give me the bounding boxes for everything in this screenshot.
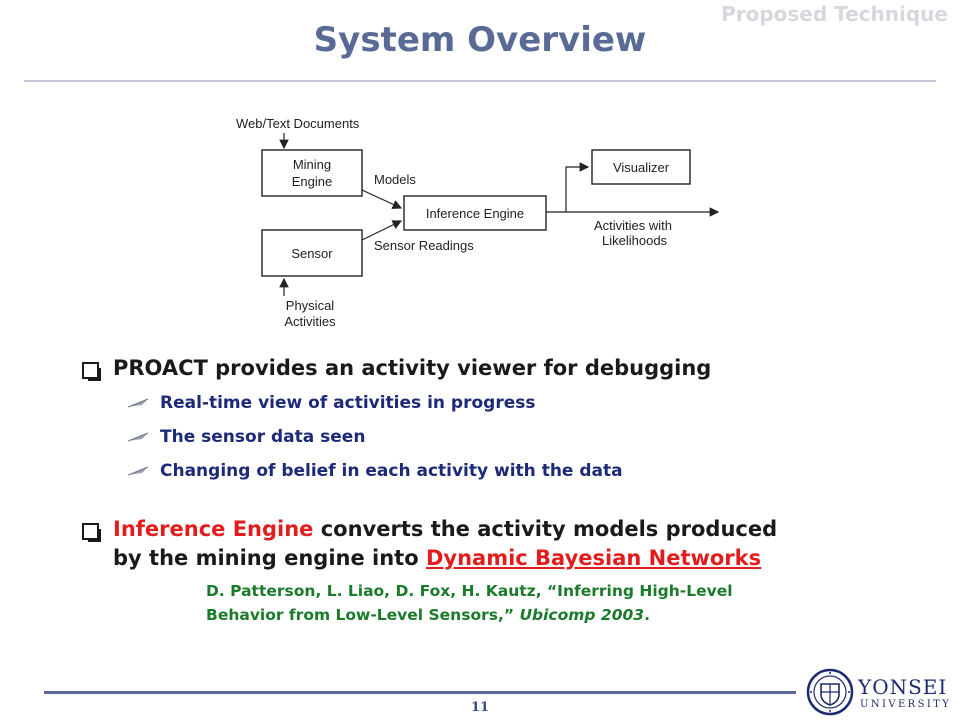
mining-engine-line1: Mining bbox=[293, 157, 331, 172]
mining-engine-box bbox=[261, 149, 363, 197]
university-seal-icon bbox=[806, 668, 854, 716]
yonsei-logo: YONSEI UNIVERSITY bbox=[806, 668, 956, 718]
output-label-line2: Likelihoods bbox=[602, 233, 668, 248]
page-number: 11 bbox=[470, 700, 490, 715]
sub-bullet-3: Changing of belief in each activity with… bbox=[128, 457, 930, 485]
bullet-box-icon bbox=[82, 362, 101, 381]
reference-title-end: Behavior from Low-Level Sensors,” bbox=[206, 606, 520, 624]
proact-desc: provides an activity viewer for debuggin… bbox=[207, 356, 712, 380]
proact-name: PROACT bbox=[113, 356, 208, 380]
slide-title: System Overview bbox=[313, 20, 647, 60]
arrow-sensor-readings bbox=[361, 220, 403, 241]
physical-activities-line2: Activities bbox=[284, 314, 336, 329]
bullet-box-icon bbox=[82, 523, 101, 542]
inference-engine-label: Inference Engine bbox=[426, 206, 524, 221]
bullet-proact-text: PROACT provides an activity viewer for d… bbox=[113, 354, 711, 383]
reference-citation: D. Patterson, L. Liao, D. Fox, H. Kautz,… bbox=[206, 579, 846, 627]
physical-activities-line1: Physical bbox=[286, 298, 335, 313]
system-diagram: Web/Text Documents Mining Engine Sensor … bbox=[230, 100, 730, 340]
feather-bullet-icon bbox=[128, 432, 148, 442]
visualizer-box bbox=[591, 149, 691, 185]
inference-desc-2: by the mining engine into bbox=[113, 546, 426, 570]
logo-wordmark: YONSEI bbox=[858, 675, 948, 699]
footer-divider bbox=[44, 691, 796, 694]
inference-desc-1: converts the activity models produced bbox=[313, 517, 778, 541]
section-tag: Proposed Technique bbox=[721, 2, 948, 26]
bullet-proact: PROACT provides an activity viewer for d… bbox=[80, 354, 930, 383]
reference-authors: D. Patterson, L. Liao, D. Fox, H. Kautz,… bbox=[206, 582, 733, 600]
arrow-models bbox=[361, 189, 403, 209]
output-label-line1: Activities with bbox=[594, 218, 672, 233]
dbn-link[interactable]: Dynamic Bayesian Networks bbox=[425, 546, 762, 570]
visualizer-label: Visualizer bbox=[613, 160, 670, 175]
sub-bullet-2-text: The sensor data seen bbox=[160, 427, 366, 447]
models-label: Models bbox=[374, 172, 416, 187]
feather-bullet-icon bbox=[128, 466, 148, 476]
inference-engine-term: Inference Engine bbox=[113, 517, 314, 541]
sub-bullet-3-text: Changing of belief in each activity with… bbox=[160, 461, 623, 481]
sub-bullet-1-text: Real-time view of activities in progress bbox=[160, 393, 536, 413]
source-label: Web/Text Documents bbox=[236, 116, 360, 131]
arrow-to-visualizer bbox=[565, 162, 590, 212]
inference-engine-box bbox=[403, 195, 547, 231]
sensor-label: Sensor bbox=[291, 246, 333, 261]
logo-subtitle: UNIVERSITY bbox=[860, 699, 952, 710]
sensor-readings-label: Sensor Readings bbox=[374, 238, 474, 253]
reference-venue: Ubicomp 2003 bbox=[519, 606, 645, 624]
sub-bullet-2: The sensor data seen bbox=[128, 423, 930, 451]
reference-period: . bbox=[644, 606, 650, 624]
content-area: PROACT provides an activity viewer for d… bbox=[80, 354, 930, 627]
mining-engine-line2: Engine bbox=[292, 174, 332, 189]
title-divider bbox=[24, 80, 936, 82]
sensor-box bbox=[261, 229, 363, 277]
feather-bullet-icon bbox=[128, 398, 148, 408]
sub-bullet-1: Real-time view of activities in progress bbox=[128, 389, 930, 417]
bullet-inference-text: Inference Engine converts the activity m… bbox=[113, 515, 777, 573]
bullet-inference: Inference Engine converts the activity m… bbox=[80, 515, 930, 573]
